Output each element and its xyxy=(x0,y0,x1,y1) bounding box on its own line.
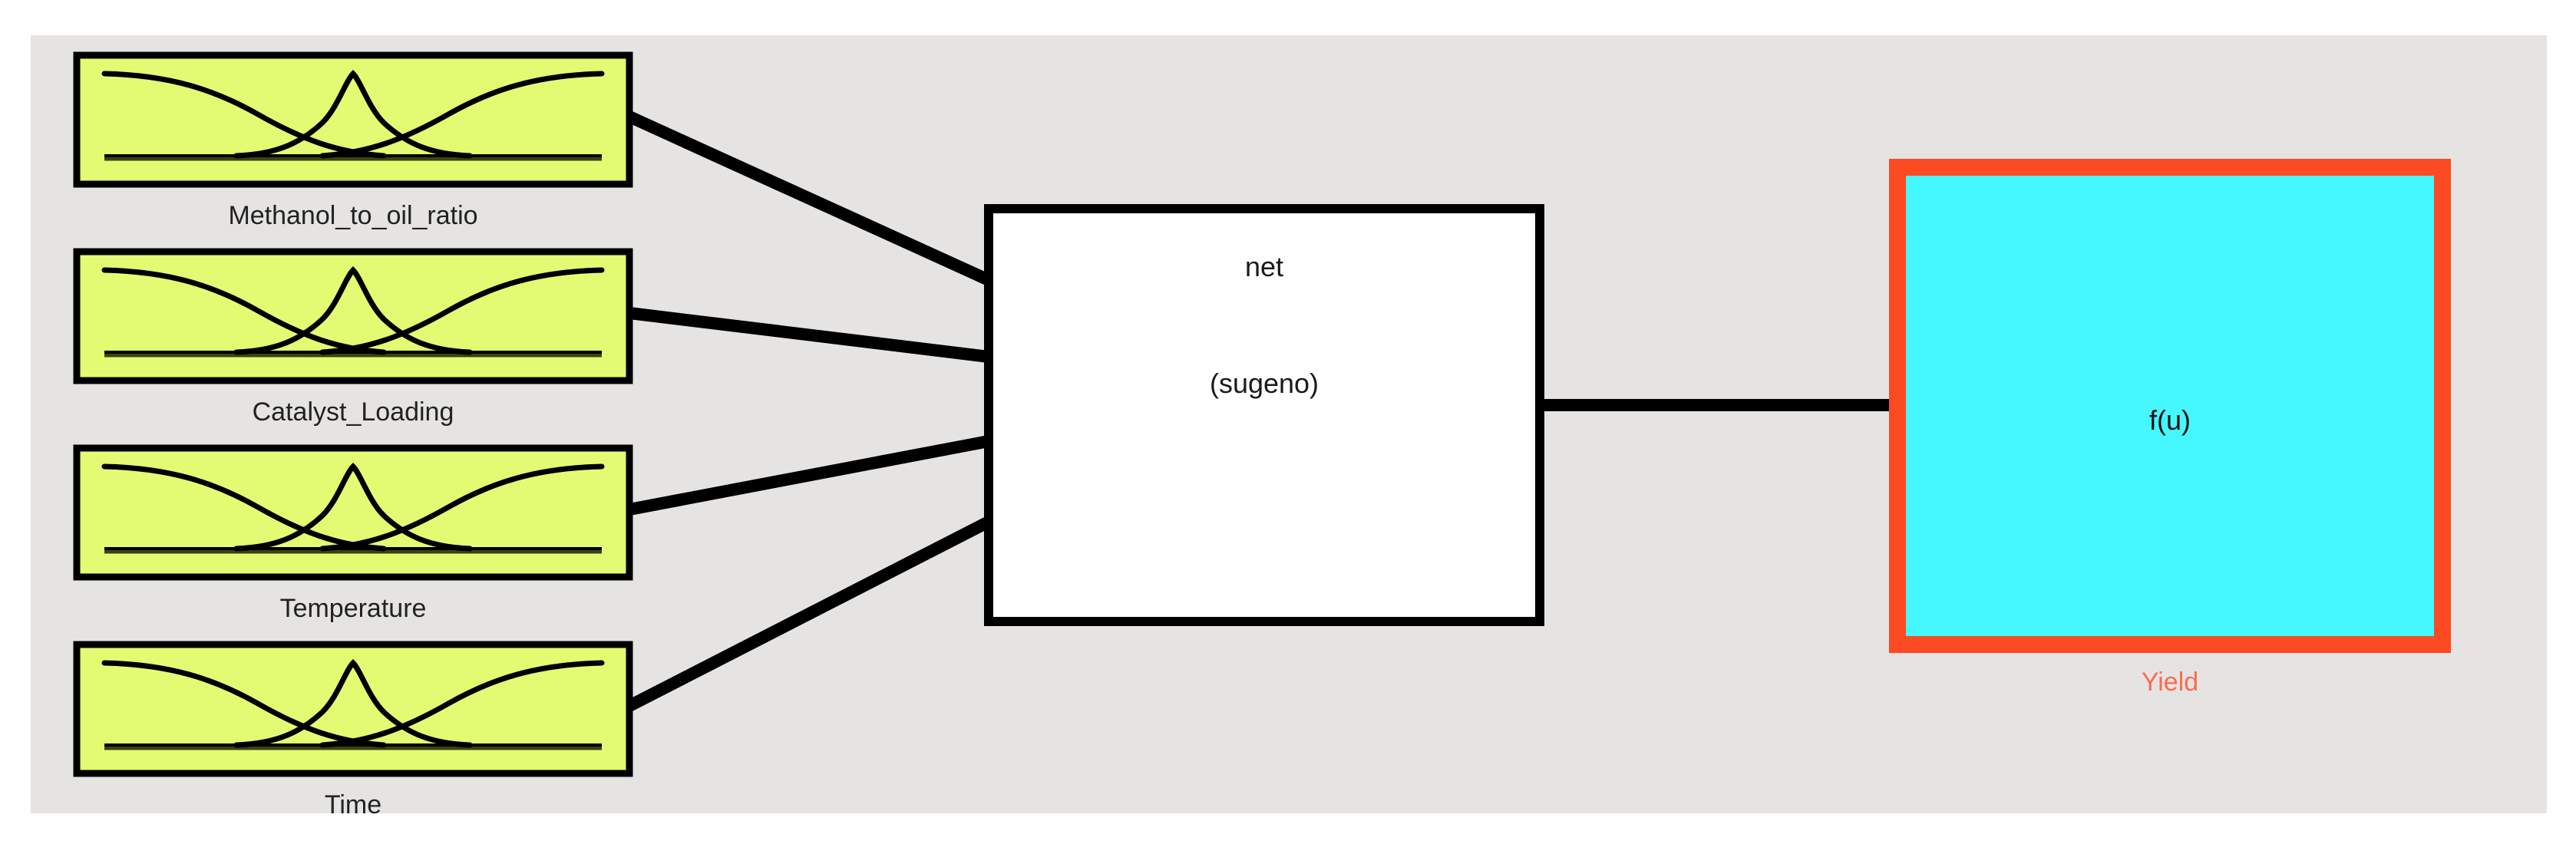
input-block-catalyst-loading[interactable]: Catalyst_Loading xyxy=(73,248,633,427)
input-block-label: Methanol_to_oil_ratio xyxy=(228,201,477,230)
system-type-label: (sugeno) xyxy=(1210,368,1319,399)
input-block-label: Temperature xyxy=(280,594,427,623)
connector-lines xyxy=(626,110,1897,712)
connector-input-1 xyxy=(626,110,992,286)
input-block-label: Catalyst_Loading xyxy=(253,397,454,427)
input-block-temperature[interactable]: Temperature xyxy=(73,444,633,623)
system-block-body[interactable] xyxy=(984,204,1544,626)
output-block-yield[interactable]: f(u) Yield xyxy=(1889,159,2451,697)
output-block-label: Yield xyxy=(2142,668,2198,697)
connector-input-3 xyxy=(628,435,990,516)
connector-input-2 xyxy=(629,307,989,363)
input-block-methanol-to-oil-ratio[interactable]: Methanol_to_oil_ratio xyxy=(73,51,633,230)
input-block-body[interactable] xyxy=(73,641,633,777)
input-block-time[interactable]: Time xyxy=(73,641,633,819)
system-name-label: net xyxy=(1245,251,1283,282)
output-expression-label: f(u) xyxy=(2149,404,2191,436)
connector-input-4 xyxy=(626,516,992,712)
output-block-body[interactable] xyxy=(1889,159,2451,653)
fis-system-block[interactable]: net (sugeno) xyxy=(984,204,1544,626)
input-block-label: Time xyxy=(325,790,381,819)
